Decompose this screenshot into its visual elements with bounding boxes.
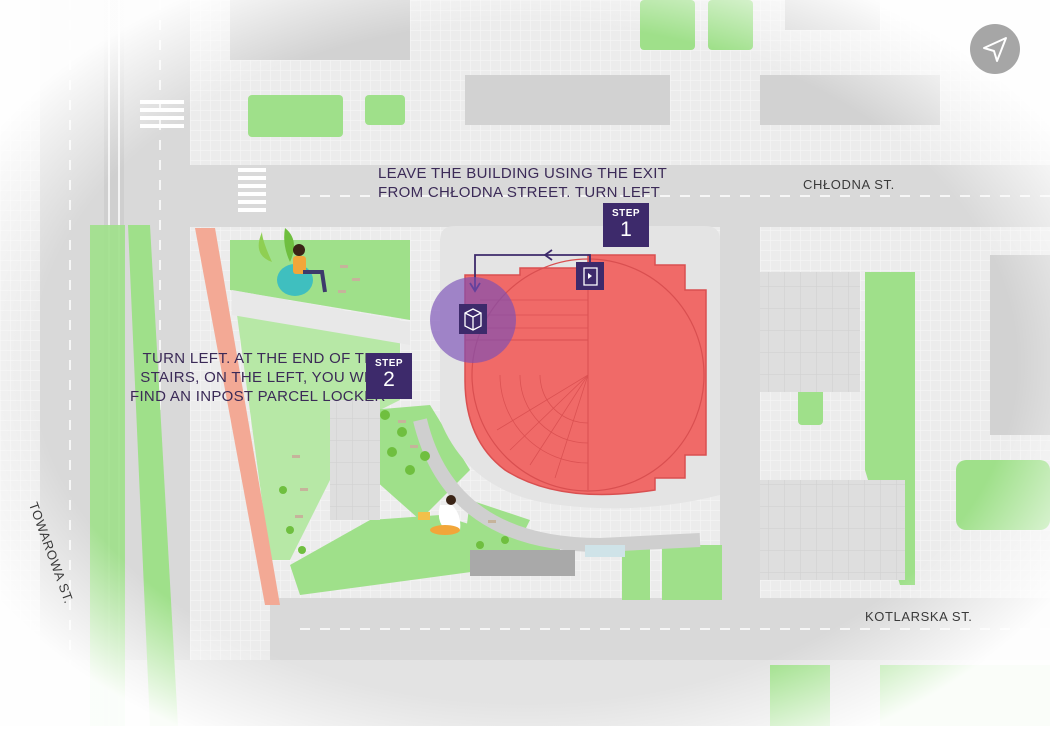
step2-badge-number: 2 (383, 368, 395, 391)
step2-badge: STEP 2 (366, 353, 412, 399)
step1-instructions: LEAVE THE BUILDING USING THE EXIT FROM C… (378, 164, 667, 202)
street-label-kotlarska: KOTLARSKA ST. (865, 609, 973, 624)
compass-icon[interactable] (970, 24, 1020, 74)
step2-line-3: FIND AN INPOST PARCEL LOCKER (130, 388, 386, 405)
step1-line-2: FROM CHŁODNA STREET. TURN LEFT (378, 184, 661, 201)
step1-badge-number: 1 (620, 218, 632, 241)
step2-line-1: TURN LEFT. AT THE END OF THE (142, 350, 386, 367)
step2-instructions: TURN LEFT. AT THE END OF THE STAIRS, ON … (130, 349, 386, 406)
street-label-chlodna: CHŁODNA ST. (803, 177, 895, 192)
step1-badge: STEP 1 (603, 203, 649, 247)
step1-line-1: LEAVE THE BUILDING USING THE EXIT (378, 165, 668, 182)
step2-badge-label: STEP (374, 358, 404, 369)
step1-badge-label: STEP (611, 208, 641, 219)
step2-line-2: STAIRS, ON THE LEFT, YOU WILL (140, 369, 386, 386)
